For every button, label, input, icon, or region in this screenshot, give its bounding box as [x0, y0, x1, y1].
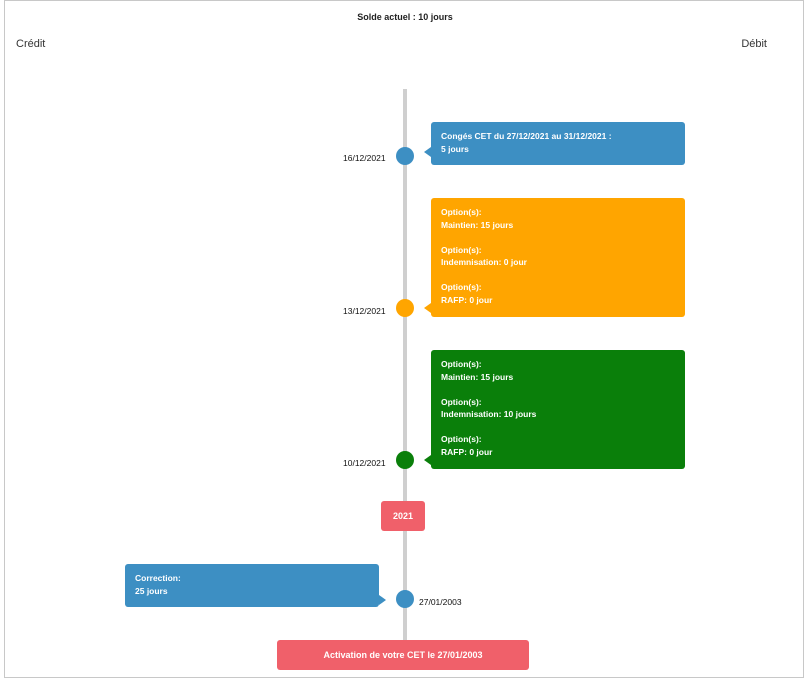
event-date: 10/12/2021	[343, 458, 386, 468]
option-value: Maintien: 15 jours	[441, 219, 514, 230]
event-card-correction[interactable]: Correction: 25 jours	[125, 564, 386, 607]
option-label: Option(s):	[441, 396, 482, 407]
event-card-cet-leave[interactable]: Congés CET du 27/12/2021 au 31/12/2021 :…	[424, 122, 685, 165]
card-pointer	[424, 455, 431, 465]
card-line: 25 jours	[135, 585, 168, 596]
option-label: Option(s):	[441, 434, 482, 444]
option-value: Indemnisation: 10 jours	[441, 409, 537, 419]
timeline-dot[interactable]	[396, 451, 414, 469]
event-card-options[interactable]: Option(s): Maintien: 15 jours Option(s):…	[424, 198, 685, 317]
option-value: Indemnisation: 0 jour	[441, 257, 527, 267]
credit-column-label: Crédit	[16, 38, 46, 50]
debit-column-label: Débit	[741, 38, 767, 50]
timeline-dot[interactable]	[396, 299, 414, 317]
option-label: Option(s):	[441, 359, 482, 369]
event-date: 16/12/2021	[343, 153, 386, 163]
option-label: Option(s):	[441, 282, 482, 292]
current-balance: Solde actuel : 10 jours	[357, 12, 453, 22]
activation-marker: Activation de votre CET le 27/01/2003	[277, 640, 529, 670]
card-pointer	[379, 595, 386, 605]
option-value: RAFP: 0 jour	[441, 446, 493, 457]
card-line: 5 jours	[441, 143, 469, 154]
event-date: 13/12/2021	[343, 306, 386, 316]
timeline-dot[interactable]	[396, 590, 414, 608]
option-label: Option(s):	[441, 244, 482, 255]
year-marker: 2021	[381, 501, 425, 531]
option-value: Maintien: 15 jours	[441, 371, 514, 382]
card-line: Correction:	[135, 573, 181, 583]
event-date: 27/01/2003	[419, 597, 462, 607]
card-pointer	[424, 303, 431, 313]
timeline-dot[interactable]	[396, 147, 414, 165]
option-label: Option(s):	[441, 207, 482, 217]
timeline-axis	[403, 89, 407, 649]
card-line: Congés CET du 27/12/2021 au 31/12/2021 :	[441, 131, 612, 141]
timeline-panel: Solde actuel : 10 jours Crédit Débit 16/…	[4, 0, 804, 678]
option-value: RAFP: 0 jour	[441, 294, 493, 305]
card-pointer	[424, 147, 431, 157]
event-card-options[interactable]: Option(s): Maintien: 15 jours Option(s):…	[424, 350, 685, 469]
